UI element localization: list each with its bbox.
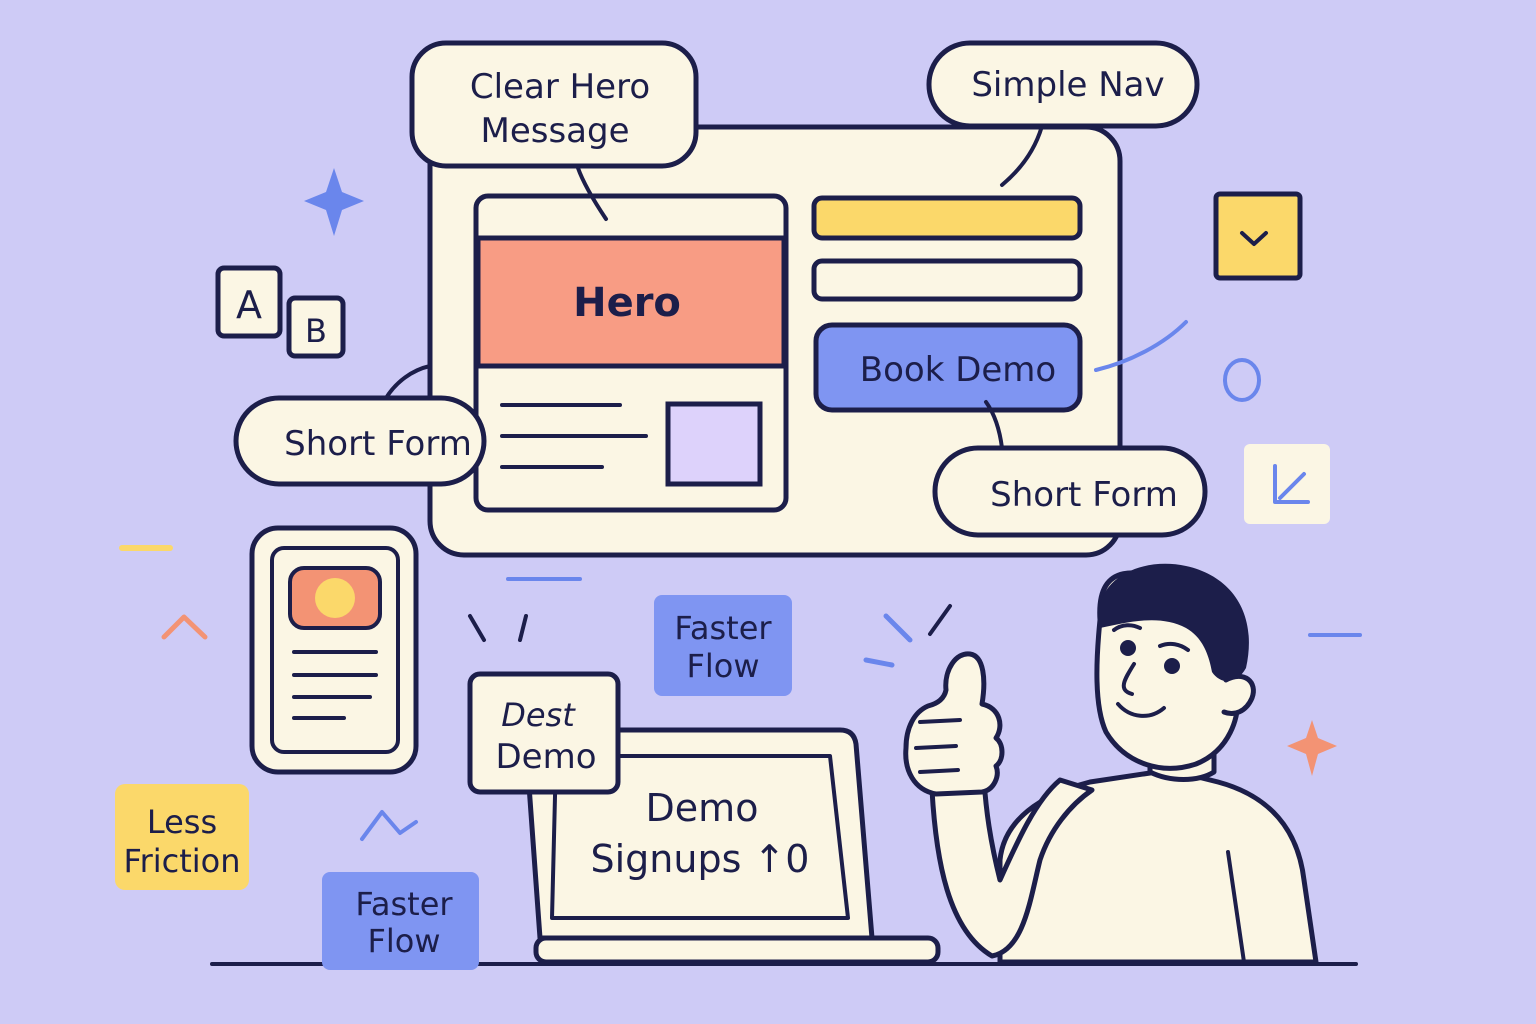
book-demo-label: Book Demo <box>860 350 1056 390</box>
book-demo-button[interactable]: Book Demo <box>813 322 1083 413</box>
person <box>903 563 1319 965</box>
person-eye <box>1120 640 1136 656</box>
tag-text: Faster <box>355 885 453 923</box>
laptop-screen <box>550 754 850 920</box>
person-hair <box>1098 563 1249 682</box>
tag-faster-flow-top: Faster Flow <box>654 595 792 696</box>
hero-label: Hero <box>573 280 681 326</box>
tag-text: Demo <box>495 737 596 777</box>
callout-pointer <box>984 400 1004 450</box>
callout-pointer <box>576 166 608 221</box>
ab-test-icons: A B <box>215 265 346 359</box>
arrow-down-left-icon <box>1273 464 1310 504</box>
laptop-text-line1: Demo <box>646 786 759 830</box>
variant-a-label: A <box>236 283 262 327</box>
tag-text: Friction <box>123 842 240 880</box>
chevron-down-icon <box>1240 231 1268 246</box>
person-smile <box>1116 702 1166 718</box>
sparkle-icon <box>1287 720 1337 776</box>
sparkle-icon <box>304 168 364 236</box>
callout-pointer <box>384 364 432 400</box>
arrow-down-left-icon <box>1244 444 1330 524</box>
callout-text: Message <box>480 111 629 151</box>
callout-text: Clear Hero <box>470 67 650 107</box>
person-nose <box>1121 662 1136 696</box>
checkbox-box <box>1213 191 1303 281</box>
finger-line <box>918 718 962 724</box>
burst-line <box>468 614 486 642</box>
phone-hero-sun <box>315 578 355 618</box>
burst-line <box>928 604 952 636</box>
form-input[interactable] <box>811 258 1083 302</box>
callout-text: Short Form <box>284 424 472 464</box>
chevron-up-icon <box>161 614 208 640</box>
tag-less-friction: Less Friction <box>115 784 249 890</box>
tag-bg <box>322 872 479 970</box>
nav-bar <box>811 195 1083 241</box>
callout-pointer <box>1000 124 1044 187</box>
thumbs-up-icon <box>903 651 1005 797</box>
tag-text: Flow <box>367 922 440 960</box>
tag-text: Less <box>147 803 217 841</box>
person-brow <box>1112 623 1142 632</box>
person-ear <box>1221 673 1256 716</box>
checkbox-icon <box>1213 191 1303 281</box>
tag-faster-flow-bottom: Faster Flow <box>322 872 479 970</box>
callout-text: Short Form <box>990 475 1178 515</box>
callout-text: Simple Nav <box>971 65 1164 105</box>
callout-bubble <box>926 40 1200 129</box>
tag-text: Flow <box>686 647 759 685</box>
callout-short-form-left: Short Form <box>233 364 487 487</box>
callout-bubble <box>233 395 487 487</box>
variant-b-box <box>286 295 346 359</box>
hero-section <box>475 235 787 369</box>
tag-text: Faster <box>674 609 772 647</box>
callout-simple-nav: Simple Nav <box>926 40 1200 187</box>
burst-line <box>883 613 913 643</box>
book-demo-button-bg[interactable] <box>813 322 1083 413</box>
laptop-text-line2: Signups ↑0 <box>591 837 810 881</box>
laptop-base <box>533 935 941 965</box>
person-arm <box>929 777 1095 959</box>
burst-line <box>518 614 528 642</box>
tag-bg <box>654 595 792 696</box>
callout-bubble <box>409 40 699 169</box>
sleeve-line <box>1226 850 1246 964</box>
tag-bg <box>467 671 621 795</box>
variant-a-box <box>215 265 283 339</box>
finger-line <box>914 744 958 750</box>
tag-bg <box>115 784 249 890</box>
mobile-phone <box>249 525 419 775</box>
tag-best-demo: Dest Demo <box>467 671 621 795</box>
arrow-icon-bg <box>1244 444 1330 524</box>
tag-text: Dest <box>501 696 576 734</box>
ring-icon <box>1223 358 1261 402</box>
callout-short-form-right: Short Form <box>932 400 1208 538</box>
person-eye <box>1164 658 1180 674</box>
landing-page-window: Hero Book Demo <box>427 124 1123 558</box>
accent-arc <box>1094 320 1188 372</box>
callout-clear-hero: Clear Hero Message <box>409 40 699 221</box>
finger-line <box>918 768 960 774</box>
person-brow <box>1158 641 1190 652</box>
callout-bubble <box>932 445 1208 538</box>
zigzag-icon <box>360 810 418 841</box>
burst-line <box>863 657 895 668</box>
variant-b-label: B <box>305 312 327 350</box>
image-placeholder <box>665 401 763 487</box>
